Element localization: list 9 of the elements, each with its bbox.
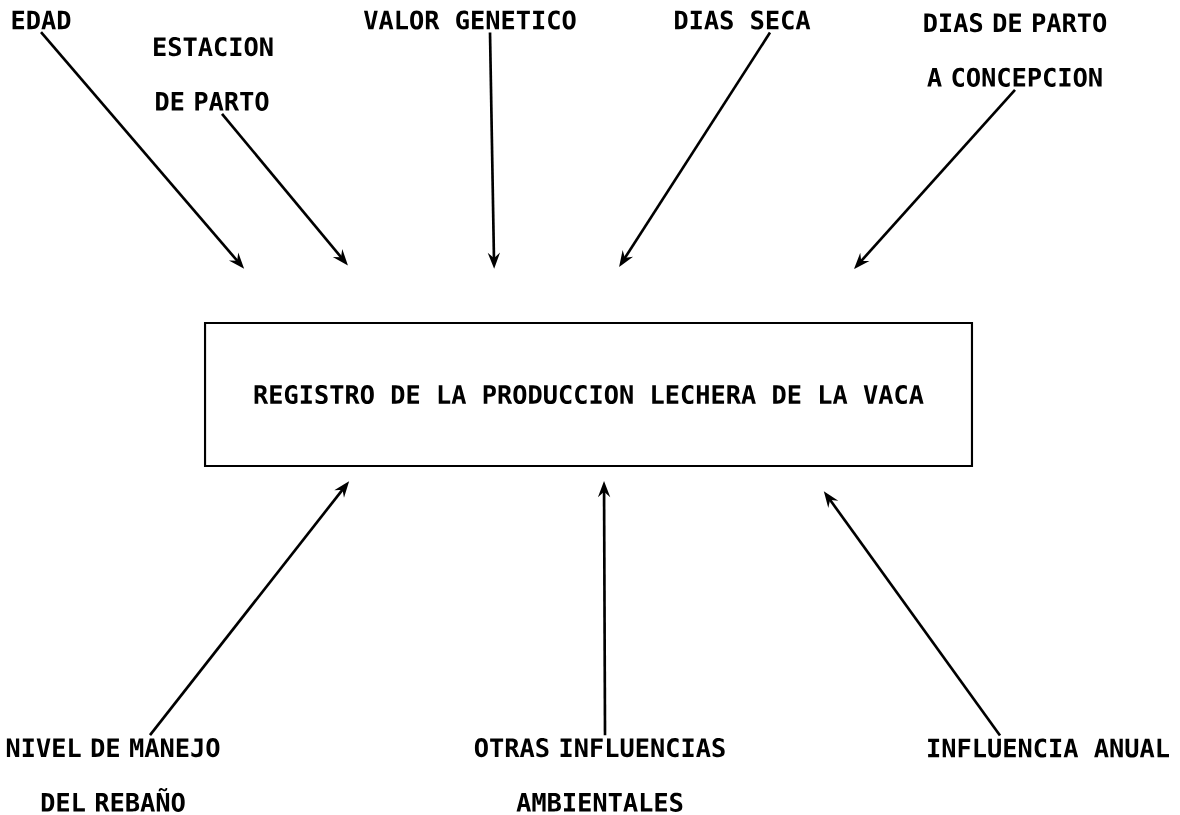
factor-label: ESTACION DE PARTO bbox=[154, 37, 273, 111]
record-box: REGISTRO DE LA PRODUCCION LECHERA DE LA VACA bbox=[203, 321, 974, 468]
factor-label: DIAS SECA bbox=[675, 10, 811, 30]
factor-label: INFLUENCIA ANUAL bbox=[928, 738, 1169, 758]
factor-label: DIAS DE PARTO A CONCEPCION bbox=[924, 13, 1107, 87]
factor-label: EDAD bbox=[12, 10, 71, 30]
factor-label: NIVEL DE MANEJO DEL REBAÑO bbox=[6, 738, 220, 812]
factor-label: VALOR GENETICO bbox=[363, 10, 576, 30]
factor-label: OTRAS INFLUENCIAS AMBIENTALES bbox=[474, 738, 725, 812]
